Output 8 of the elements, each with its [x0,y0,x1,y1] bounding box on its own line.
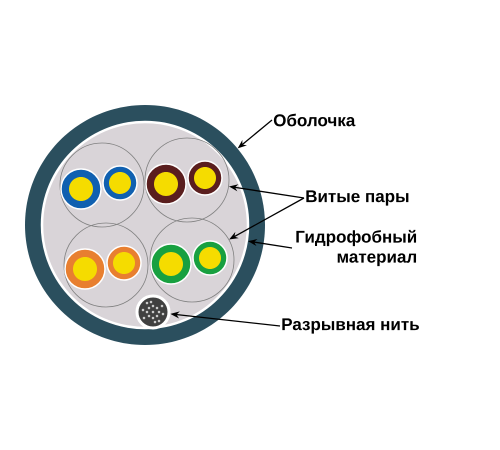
twisted-pair [60,142,144,228]
callout-label: Гидрофобный материал [296,230,416,266]
twisted-pair [64,222,148,308]
callout-label: Витые пары [306,190,408,206]
callout-label: Разрывная нить [282,318,419,334]
twisted-pair [150,218,234,302]
callout-label: Оболочка [274,114,356,126]
twisted-pair [144,138,230,222]
